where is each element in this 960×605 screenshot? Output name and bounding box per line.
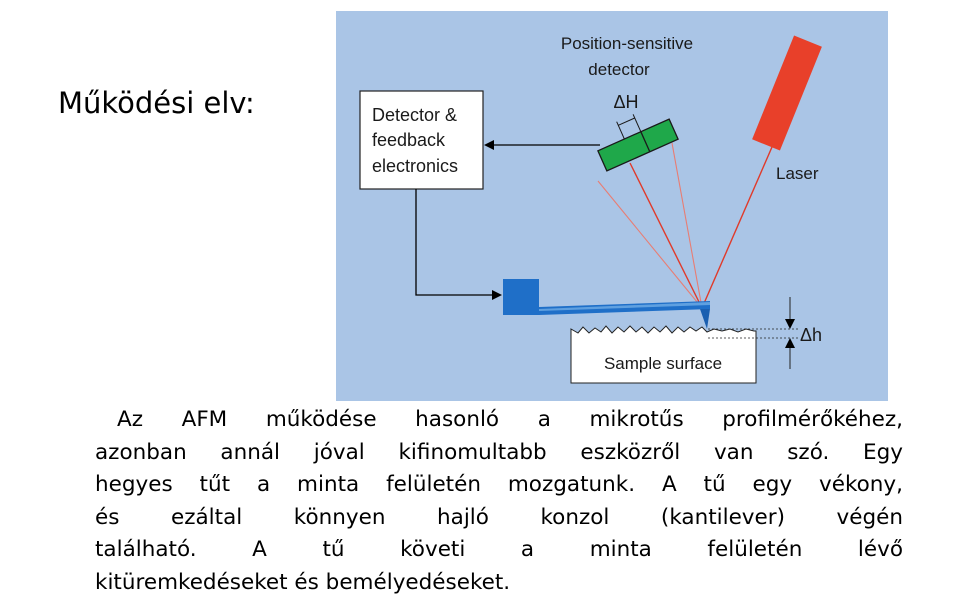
- delta-h-label: Δh: [800, 325, 822, 345]
- position-sensitive-detector: [597, 114, 679, 172]
- description-paragraph: Az AFM működése hasonló a mikrotűs profi…: [95, 404, 903, 599]
- paragraph-line: Az AFM működése hasonló a mikrotűs profi…: [117, 407, 903, 432]
- paragraph-line: és ezáltal könnyen hajló konzol (kantile…: [95, 504, 903, 530]
- feedback-to-cantilever-arrow: [415, 189, 502, 300]
- delta-h-marker: [708, 297, 798, 369]
- delta-H-label: ΔH: [613, 92, 638, 112]
- cantilever: [503, 279, 710, 329]
- slide-heading: Működési elv:: [58, 86, 255, 120]
- detector-title-line1: Position-sensitive: [561, 34, 693, 53]
- feedback-label-line1: Detector &: [372, 105, 457, 125]
- afm-diagram: Position-sensitive detector ΔH Detector …: [336, 11, 888, 401]
- feedback-label-line2: feedback: [372, 130, 446, 150]
- paragraph-line: kitüremkedéseket és bemélyedéseket.: [95, 569, 511, 595]
- detector-title-line2: detector: [588, 60, 650, 79]
- paragraph-line: található. A tű követi a minta felületén…: [95, 537, 903, 562]
- paragraph-line: azonban annál jóval kifinomultabb eszköz…: [95, 439, 903, 465]
- feedback-label-line3: electronics: [372, 156, 458, 176]
- laser-beams: [597, 142, 773, 309]
- sample-surface: [570, 325, 757, 384]
- laser-source: [752, 35, 822, 151]
- sample-surface-label: Sample surface: [604, 354, 722, 373]
- paragraph-line: hegyes tűt a minta felületén mozgatunk. …: [95, 472, 903, 497]
- feedback-electronics-box: [359, 90, 484, 190]
- laser-label: Laser: [776, 164, 819, 183]
